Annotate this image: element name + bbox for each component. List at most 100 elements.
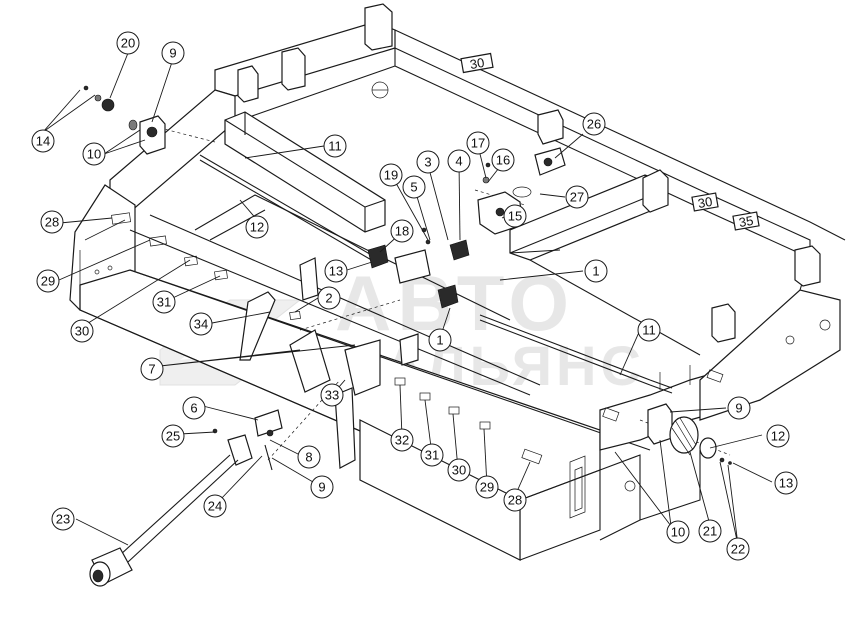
callout-circle (40, 210, 64, 234)
callout-circle (189, 312, 213, 336)
callout-label: 25 (166, 429, 180, 444)
pulley-assembly-right (647, 403, 732, 465)
callout-label: 30 (75, 324, 89, 339)
callout-circle (203, 494, 227, 518)
callout-label: 3 (424, 155, 431, 170)
label-box-text: 30 (697, 194, 714, 211)
callout-circle (379, 163, 403, 187)
callout-c5: 5 (402, 175, 426, 199)
callout-c12a: 12 (245, 215, 269, 239)
callout-c13a: 13 (324, 259, 348, 283)
callout-c34: 34 (189, 312, 213, 336)
callout-c31b: 31 (420, 443, 444, 467)
callout-label: 21 (703, 524, 717, 539)
callout-c21: 21 (698, 519, 722, 543)
lever-brackets (212, 257, 419, 471)
callout-label: 30 (452, 463, 466, 478)
callout-c10b: 10 (666, 520, 690, 544)
callout-circle (36, 269, 60, 293)
callout-circle (726, 537, 750, 561)
callout-c3: 3 (416, 150, 440, 174)
callout-label: 23 (56, 512, 70, 527)
callout-label: 28 (45, 215, 59, 230)
callout-c9b: 9 (727, 396, 751, 420)
callout-label: 17 (471, 136, 485, 151)
callout-c10a: 10 (82, 142, 106, 166)
callout-circle (152, 290, 176, 314)
callout-circle (182, 396, 206, 420)
callout-label: 19 (384, 168, 398, 183)
callout-c15: 15 (503, 204, 527, 228)
callout-label: 1 (436, 333, 443, 348)
callout-circle (582, 112, 606, 136)
callout-label: 12 (771, 429, 785, 444)
callout-c28a: 28 (40, 210, 64, 234)
callout-circle (51, 507, 75, 531)
callout-circle (390, 219, 414, 243)
callout-c19: 19 (379, 163, 403, 187)
callout-circle (317, 286, 341, 310)
callout-label: 27 (570, 190, 584, 205)
callout-label: 20 (121, 36, 135, 51)
callout-c29a: 29 (36, 269, 60, 293)
callout-c1a: 1 (584, 259, 608, 283)
callout-circle (297, 445, 321, 469)
callout-circle (70, 319, 94, 343)
callout-circle (420, 443, 444, 467)
callout-circle (161, 41, 185, 65)
callout-c26: 26 (582, 112, 606, 136)
callout-label: 29 (480, 480, 494, 495)
callout-c25: 25 (161, 424, 185, 448)
callout-c8: 8 (297, 445, 321, 469)
callout-circle (466, 131, 490, 155)
callout-circle (698, 519, 722, 543)
callout-circle (161, 424, 185, 448)
callout-label: 5 (410, 180, 417, 195)
callout-circle (637, 318, 661, 342)
callout-circle (390, 428, 414, 452)
callout-c13b: 13 (774, 471, 798, 495)
callout-circle (503, 488, 527, 512)
label-box-lb30b: 30 (691, 192, 719, 212)
callout-label: 32 (395, 433, 409, 448)
components (83, 85, 732, 587)
callout-circle (416, 150, 440, 174)
callout-circle (666, 520, 690, 544)
callout-c16: 16 (491, 148, 515, 172)
pto-shaft (89, 434, 253, 587)
callout-label: 28 (508, 493, 522, 508)
callout-label: 31 (425, 448, 439, 463)
callout-c7: 7 (140, 357, 164, 381)
callout-circle (323, 134, 347, 158)
callout-circle (766, 424, 790, 448)
label-box-text: 35 (738, 213, 755, 230)
callout-c1b: 1 (428, 328, 452, 352)
callout-c12b: 12 (766, 424, 790, 448)
callout-c29b: 29 (475, 475, 499, 499)
callout-label: 31 (157, 295, 171, 310)
callout-circle (503, 204, 527, 228)
callout-c4: 4 (447, 149, 471, 173)
callout-label: 34 (194, 317, 208, 332)
callout-circle (727, 396, 751, 420)
callout-label: 9 (318, 480, 325, 495)
callout-label: 11 (642, 323, 656, 338)
callout-label: 29 (41, 274, 55, 289)
callout-label: 18 (395, 224, 409, 239)
callout-label: 13 (779, 476, 793, 491)
callout-c23: 23 (51, 507, 75, 531)
callout-c9a: 9 (161, 41, 185, 65)
callout-c14: 14 (31, 129, 55, 153)
callout-label: 12 (250, 220, 264, 235)
callout-label: 9 (735, 401, 742, 416)
callout-label: 13 (329, 264, 343, 279)
callout-label: 22 (731, 542, 745, 557)
callout-circle (116, 31, 140, 55)
callout-circle (584, 259, 608, 283)
callout-c27: 27 (565, 185, 589, 209)
callout-label: 8 (305, 450, 312, 465)
callout-c20: 20 (116, 31, 140, 55)
label-box-text: 30 (469, 55, 486, 72)
